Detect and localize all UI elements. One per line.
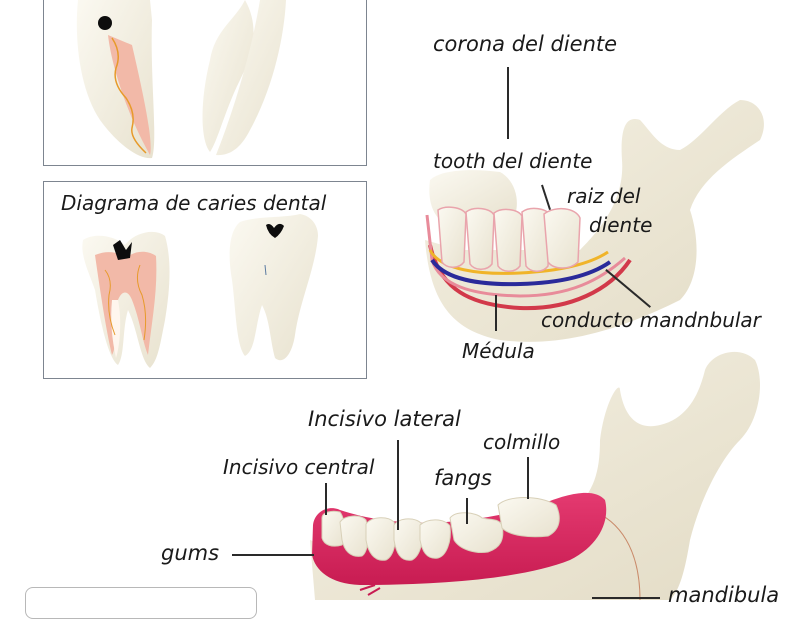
label-canine: colmillo (483, 430, 561, 454)
caries-diagram-panel: Diagrama de caries dental (43, 181, 367, 379)
label-gums: gums (161, 541, 220, 565)
sectioned-molar-tooth (82, 231, 170, 368)
leader-canine (527, 457, 529, 499)
mandible-cross-section (425, 100, 764, 342)
sectioned-canine-tooth (76, 0, 155, 159)
label-crown: corona del diente (433, 32, 618, 56)
label-root-line2: diente (589, 213, 653, 237)
label-mandibular-canal: conducto mandnbular (541, 308, 761, 332)
caries-dot (98, 16, 112, 30)
leader-crown (507, 67, 509, 139)
caries-mark (266, 223, 284, 238)
label-mandible: mandibula (668, 583, 780, 607)
leader-central-incisor (325, 483, 327, 515)
label-tooth: tooth del diente (433, 149, 593, 173)
caries-cavity (113, 240, 132, 260)
intact-canine-tooth (202, 0, 286, 156)
canine-tooth-panel (43, 0, 367, 166)
leader-marrow (495, 295, 497, 331)
leader-fangs (466, 498, 468, 524)
caries-panel-title: Diagrama de caries dental (61, 191, 327, 215)
mandible-lower (310, 351, 760, 600)
label-lateral-incisor: Incisivo lateral (308, 407, 461, 431)
label-root-line1: raiz del (567, 184, 641, 208)
intact-molar-tooth (229, 214, 318, 361)
leader-gums (232, 554, 314, 556)
dental-illustration (76, 0, 764, 600)
leader-lateral-incisor (397, 440, 399, 530)
label-marrow: Médula (462, 339, 535, 363)
leader-mandible (592, 597, 660, 599)
label-fangs: fangs (434, 466, 492, 490)
bottom-panel-edge (25, 587, 257, 619)
label-central-incisor: Incisivo central (223, 455, 375, 479)
